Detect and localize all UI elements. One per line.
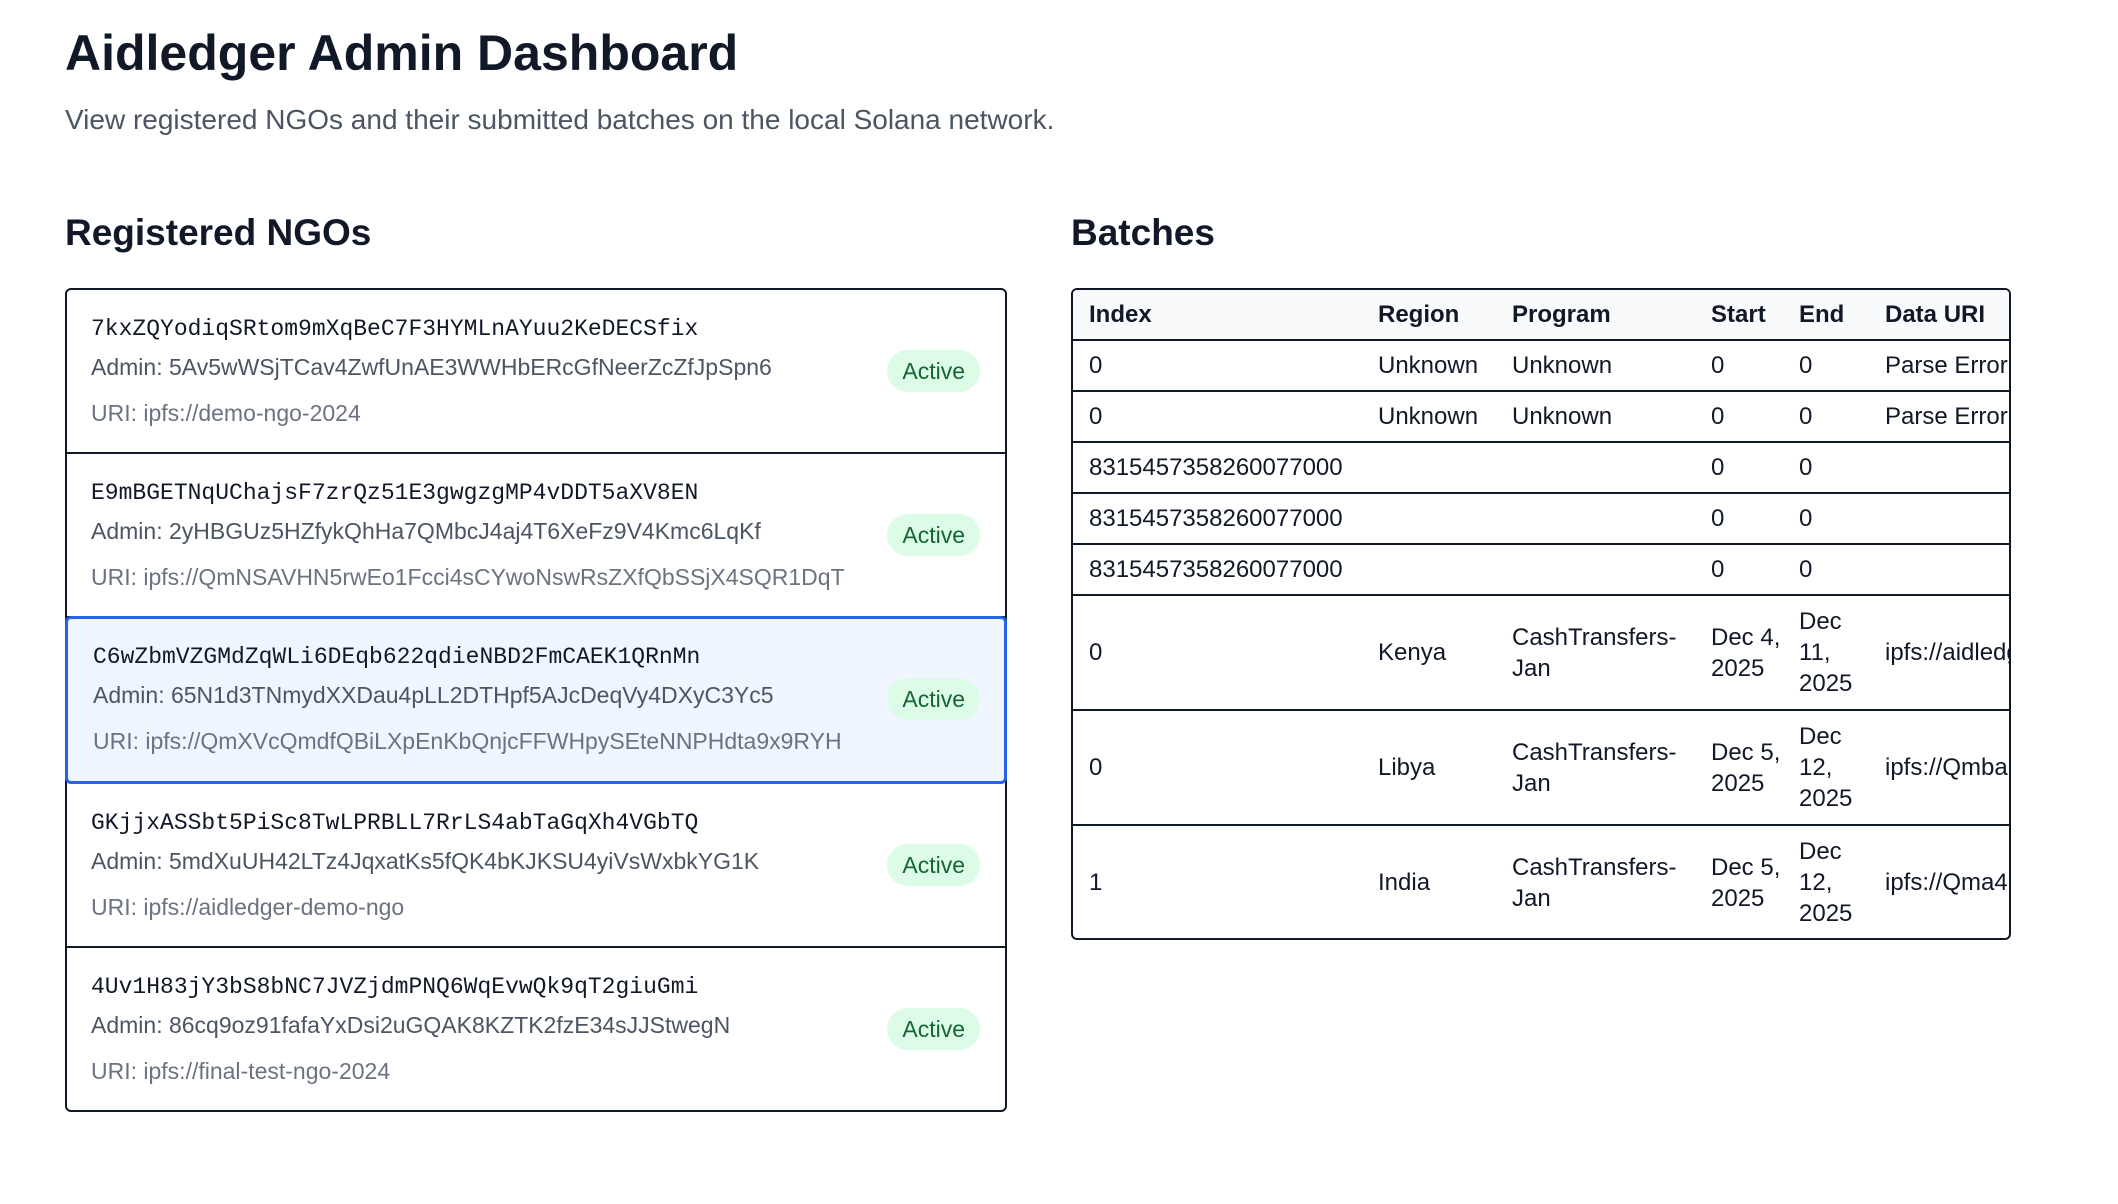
cell-region: Kenya (1362, 595, 1496, 711)
cell-program (1496, 493, 1695, 545)
cell-index: 0 (1073, 710, 1362, 826)
cell-program: CashTransfers-Jan (1496, 595, 1695, 711)
cell-index: 1 (1089, 869, 1103, 896)
cell-region: Libya (1362, 710, 1496, 826)
table-header-row: Index Region Program Start End Data URI (1073, 290, 2009, 341)
column-header-program: Program (1496, 290, 1695, 341)
cell-start: Dec 5, 2025 (1711, 853, 1781, 912)
cell-program: Unknown (1496, 340, 1695, 392)
page-subtitle: View registered NGOs and their submitted… (65, 104, 1055, 135)
ngo-public-key: 4Uv1H83jY3bS8bNC7JVZjdmPNQ6WqEvwQk9qT2gi… (91, 974, 699, 1000)
cell-data-uri (1869, 493, 2009, 545)
status-badge: Active (887, 350, 980, 392)
cell-index: 8315457358260077000 (1073, 544, 1362, 596)
cell-program: CashTransfers-Jan (1512, 853, 1677, 912)
ngo-admin-key: Admin: 65N1d3TNmydXXDau4pLL2DTHpf5AJcDeq… (93, 682, 774, 708)
cell-start: Dec 4, 2025 (1695, 595, 1783, 711)
ngo-uri: URI: ipfs://final-test-ngo-2024 (91, 1058, 391, 1084)
ngo-admin-key: Admin: 5Av5wWSjTCav4ZwfUnAE3WWHbERcGfNee… (91, 354, 772, 380)
cell-start: 0 (1695, 340, 1783, 392)
batches-section-title: Batches (1071, 212, 1215, 253)
cell-index: 0 (1073, 391, 1362, 443)
ngo-list-item[interactable]: 7kxZQYodiqSRtom9mXqBeC7F3HYMLnAYuu2KeDEC… (67, 290, 1005, 454)
cell-region: India (1378, 869, 1431, 896)
cell-end: Dec 11, 2025 (1783, 595, 1869, 711)
ngo-list-item[interactable]: 4Uv1H83jY3bS8bNC7JVZjdmPNQ6WqEvwQk9qT2gi… (67, 948, 1005, 1108)
cell-data-uri: ipfs://Qmba (1869, 710, 2009, 826)
batches-table: Index Region Program Start End Data URI … (1073, 290, 2009, 938)
cell-region (1362, 493, 1496, 545)
table-row: 0 Unknown Unknown 0 0 Parse Error (1073, 340, 2009, 392)
ngo-public-key: 7kxZQYodiqSRtom9mXqBeC7F3HYMLnAYuu2KeDEC… (91, 316, 699, 342)
cell-end: Dec 12, 2025 (1783, 710, 1869, 826)
ngo-section-title: Registered NGOs (65, 212, 372, 253)
table-row: 8315457358260077000 0 0 (1073, 544, 2009, 596)
cell-end: 0 (1783, 493, 1869, 545)
table-row: 8315457358260077000 0 0 (1073, 493, 2009, 545)
cell-region (1362, 442, 1496, 494)
table-row: 8315457358260077000 0 0 (1073, 442, 2009, 494)
column-header-index: Index (1073, 290, 1362, 341)
ngo-list-item[interactable]: GKjjxASSbt5PiSc8TwLPRBLL7RrLS4abTaGqXh4V… (67, 784, 1005, 948)
table-row: 1 India CashTransfers-Jan Dec 5, 2025 De… (1073, 825, 2009, 938)
cell-index: 8315457358260077000 (1073, 442, 1362, 494)
ngo-public-key: C6wZbmVZGMdZqWLi6DEqb622qdieNBD2FmCAEK1Q… (93, 644, 701, 670)
cell-data-uri: ipfs://Qma4 (1885, 869, 2008, 896)
ngo-uri: URI: ipfs://QmNSAVHN5rwEo1Fcci4sCYwoNswR… (91, 564, 845, 590)
ngo-admin-key: Admin: 86cq9oz91fafaYxDsi2uGQAK8KZTK2fzE… (91, 1012, 731, 1038)
ngo-public-key: E9mBGETNqUChajsF7zrQz51E3gwgzgMP4vDDT5aX… (91, 480, 699, 506)
cell-data-uri: Parse Error (1869, 340, 2009, 392)
table-row: 0 Libya CashTransfers-Jan Dec 5, 2025 De… (1073, 710, 2009, 826)
cell-region: Unknown (1362, 340, 1496, 392)
ngo-public-key: GKjjxASSbt5PiSc8TwLPRBLL7RrLS4abTaGqXh4V… (91, 810, 699, 836)
status-badge: Active (887, 1008, 980, 1050)
ngo-list-item-selected[interactable]: C6wZbmVZGMdZqWLi6DEqb622qdieNBD2FmCAEK1Q… (65, 616, 1007, 784)
cell-program: Unknown (1496, 391, 1695, 443)
status-badge: Active (887, 514, 980, 556)
cell-program: CashTransfers-Jan (1496, 710, 1695, 826)
cell-index: 8315457358260077000 (1073, 493, 1362, 545)
cell-region: Unknown (1362, 391, 1496, 443)
cell-program (1496, 544, 1695, 596)
table-row: 0 Unknown Unknown 0 0 Parse Error (1073, 391, 2009, 443)
ngo-list-item[interactable]: E9mBGETNqUChajsF7zrQz51E3gwgzgMP4vDDT5aX… (67, 454, 1005, 618)
cell-end: 0 (1783, 442, 1869, 494)
cell-region (1362, 544, 1496, 596)
cell-index: 0 (1073, 340, 1362, 392)
cell-end: Dec 12, 2025 (1799, 838, 1853, 927)
column-header-end: End (1783, 290, 1869, 341)
cell-program (1496, 442, 1695, 494)
cell-end: 0 (1783, 391, 1869, 443)
column-header-region: Region (1362, 290, 1496, 341)
cell-start: 0 (1695, 391, 1783, 443)
ngo-uri: URI: ipfs://QmXVcQmdfQBiLXpEnKbQnjcFFWHp… (93, 728, 842, 754)
ngo-uri: URI: ipfs://aidledger-demo-ngo (91, 894, 405, 920)
status-badge: Active (887, 844, 980, 886)
batches-table-container[interactable]: Index Region Program Start End Data URI … (1071, 288, 2011, 940)
cell-data-uri (1869, 442, 2009, 494)
column-header-data-uri: Data URI (1869, 290, 2009, 341)
cell-end: 0 (1783, 340, 1869, 392)
ngo-admin-key: Admin: 2yHBGUz5HZfykQhHa7QMbcJ4aj4T6XeFz… (91, 518, 761, 544)
cell-data-uri (1869, 544, 2009, 596)
cell-end: 0 (1783, 544, 1869, 596)
cell-start: 0 (1695, 442, 1783, 494)
ngo-admin-key: Admin: 5mdXuUH42LTz4JqxatKs5fQK4bKJKSU4y… (91, 848, 760, 874)
cell-start: 0 (1695, 544, 1783, 596)
cell-start: 0 (1695, 493, 1783, 545)
cell-start: Dec 5, 2025 (1695, 710, 1783, 826)
ngo-uri: URI: ipfs://demo-ngo-2024 (91, 400, 361, 426)
page-title: Aidledger Admin Dashboard (65, 25, 739, 81)
cell-data-uri: Parse Error (1869, 391, 2009, 443)
table-row: 0 Kenya CashTransfers-Jan Dec 4, 2025 De… (1073, 595, 2009, 711)
cell-index: 0 (1073, 595, 1362, 711)
column-header-start: Start (1695, 290, 1783, 341)
cell-data-uri: ipfs://aidledger (1869, 595, 2009, 711)
status-badge: Active (887, 678, 980, 720)
ngo-list: 7kxZQYodiqSRtom9mXqBeC7F3HYMLnAYuu2KeDEC… (65, 288, 1007, 1112)
